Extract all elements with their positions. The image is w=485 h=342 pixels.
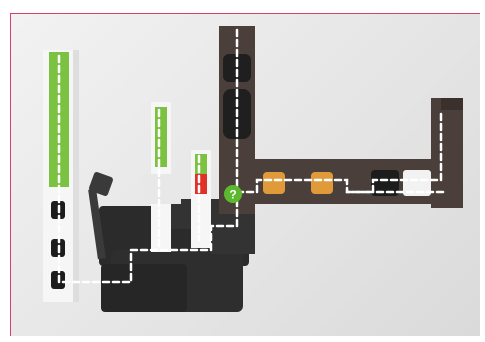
pipeline-scene: ? [11,14,480,336]
middle-green-gauge [155,107,167,167]
short-pillar [191,150,211,248]
short-red-gauge [195,174,207,194]
svg-text:?: ? [229,188,236,202]
hint-marker[interactable]: ? [224,185,242,203]
left-pillar [43,50,79,302]
game-frame: ? [10,13,480,336]
dark-container[interactable] [371,170,399,196]
vertical-column [211,26,255,254]
orange-container-1[interactable] [263,172,285,194]
short-green-gauge [195,154,207,176]
orange-container-2[interactable] [311,172,333,194]
